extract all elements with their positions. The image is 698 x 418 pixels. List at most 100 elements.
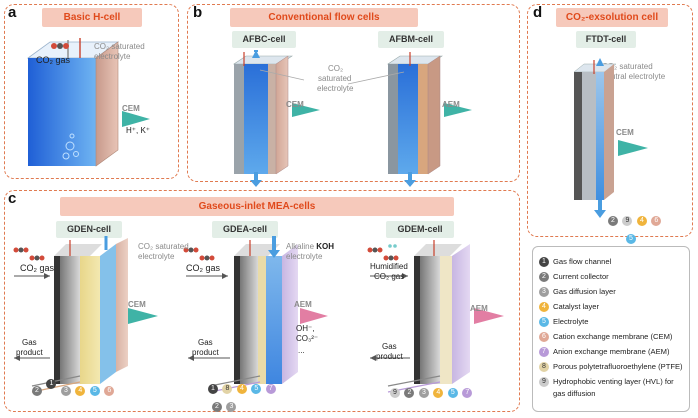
layer-chip: 4: [236, 383, 247, 394]
co2-saturated-label: CO₂ saturated: [94, 42, 145, 51]
gden-cell-label: GDEN-cell: [56, 221, 122, 238]
legend-item: 6 Cation exchange membrane (CEM): [539, 332, 672, 342]
layer-chip: 9: [622, 215, 633, 226]
panel-a-title: Basic H-cell: [42, 8, 142, 27]
legend-label: Cation exchange membrane (CEM): [553, 332, 673, 341]
co3-label: CO₃²⁻: [296, 334, 319, 343]
co2-gas-label-c1: CO₂ gas: [20, 263, 55, 273]
neutral-electrolyte-label: neutral electrolyte: [602, 72, 666, 81]
legend-label: Porous polytetrafluoroethylene (PTFE): [553, 362, 683, 371]
layer-chip: 3: [226, 401, 237, 412]
electrolyte-label-c: electrolyte: [138, 252, 175, 261]
co2-label-b: CO₂: [328, 64, 344, 73]
legend-item: 1 Gas flow channel: [539, 257, 611, 267]
cem-label-b: CEM: [286, 100, 304, 109]
layer-legend: 1 Gas flow channel 2 Current collector 3 Ga…: [532, 246, 690, 412]
legend-number: 8: [539, 362, 549, 372]
co2-gas-label-c2: CO₂ gas: [186, 263, 221, 273]
co2-saturated-label-d: CO₂ saturated: [602, 62, 653, 71]
legend-number: 4: [539, 302, 549, 312]
layer-chip: 7: [265, 383, 276, 394]
product-label-2: product: [192, 348, 219, 357]
ftdt-cell-label: FTDT-cell: [576, 31, 636, 48]
gdem-cell-label: GDEM-cell: [386, 221, 454, 238]
oh-label: OH⁻,: [296, 324, 315, 333]
panel-d: [527, 4, 693, 237]
legend-item: 2 Current collector: [539, 272, 609, 282]
legend-label: Anion exchange membrane (AEM): [553, 347, 670, 356]
legend-number: 1: [539, 257, 549, 267]
panel-b: [187, 4, 520, 182]
layer-chip: 6: [104, 385, 115, 396]
legend-label: Gas flow channel: [553, 257, 612, 266]
electrolyte-label: electrolyte: [94, 52, 131, 61]
aem-label-c2: AEM: [470, 304, 488, 313]
electrolyte-label-c2: electrolyte: [286, 252, 323, 261]
ftdt-cell-illustration: [573, 58, 648, 218]
humidified-co2-label: CO₂ gas: [374, 272, 405, 281]
legend-item: 9 Hydrophobic venting layer (HVL) for: [539, 377, 674, 387]
layer-chip: 4: [75, 385, 86, 396]
layer-chip: 4: [636, 215, 647, 226]
panel-c-title: Gaseous-inlet MEA-cells: [60, 197, 454, 216]
gdea-layer-numbers: 1 8 4 5 7 2 3: [208, 380, 298, 416]
mea-cells-illustration: [13, 236, 504, 393]
legend-number: 6: [539, 332, 549, 342]
legend-item: 3 Gas diffusion layer: [539, 287, 616, 297]
layer-chip: 2: [212, 401, 222, 412]
layer-chip: 5: [447, 387, 458, 398]
layer-chip: 6: [651, 215, 662, 226]
cem-label-d: CEM: [616, 128, 634, 137]
gas-label-2: Gas: [198, 338, 213, 347]
panel-c: [4, 190, 520, 412]
layer-chip: 1: [208, 383, 218, 394]
legend-label: Gas diffusion layer: [553, 287, 616, 296]
legend-item: 4 Catalyst layer: [539, 302, 599, 312]
aem-label-c1: AEM: [294, 300, 312, 309]
layer-chip: 1: [46, 378, 57, 389]
co2-saturated-label-c: CO₂ saturated: [138, 242, 189, 251]
layer-chip: 5: [251, 383, 262, 394]
product-label-3: product: [376, 352, 403, 361]
aem-label-b: AEM: [442, 100, 460, 109]
panel-c-letter: c: [8, 190, 17, 207]
layer-chip: 3: [60, 385, 71, 396]
layer-chip: 2: [608, 215, 618, 226]
legend-item-continuation: gas diffusion: [553, 389, 596, 398]
layer-chip: 3: [418, 387, 429, 398]
layer-chip: 8: [222, 383, 233, 394]
cem-label: CEM: [122, 104, 140, 113]
dots-label: ...: [298, 346, 305, 355]
afbm-cell-label: AFBM-cell: [378, 31, 444, 48]
electrolyte-label-b: electrolyte: [317, 84, 354, 93]
gdea-cell-label: GDEA-cell: [212, 221, 278, 238]
layer-chip: 7: [462, 387, 473, 398]
legend-item: 8 Porous polytetrafluoroethylene (PTFE): [539, 362, 683, 372]
humidified-label: Humidified: [370, 262, 408, 271]
cem-label-c: CEM: [128, 300, 146, 309]
gas-label-1: Gas: [22, 338, 37, 347]
legend-number: 7: [539, 347, 549, 357]
legend-label: Hydrophobic venting layer (HVL) for: [553, 377, 674, 386]
legend-number: 3: [539, 287, 549, 297]
legend-number: 9: [539, 377, 549, 387]
gden-layer-numbers: 2 1 3 4 5 6: [32, 378, 122, 400]
panel-d-title: CO₂-exsolution cell: [556, 8, 668, 27]
layer-chip: 5: [626, 233, 636, 244]
alkaline-label: Alkaline KOH: [286, 242, 335, 251]
panel-a-letter: a: [8, 4, 17, 21]
saturated-label-b: saturated: [318, 74, 352, 83]
afbc-cell-label: AFBC-cell: [232, 31, 296, 48]
product-label-1: product: [16, 348, 43, 357]
co2-gas-label: CO₂ gas: [36, 55, 71, 65]
h-cell-illustration: [26, 38, 150, 167]
legend-number: 2: [539, 272, 549, 282]
legend-label: Catalyst layer: [553, 302, 600, 311]
layer-chip: 9: [390, 387, 400, 398]
ions-label: H⁺, K⁺: [126, 126, 151, 135]
ftdt-layer-numbers: 2 9 4 6 5: [608, 212, 668, 248]
legend-label: Current collector: [553, 272, 609, 281]
panel-d-letter: d: [533, 4, 543, 21]
gdem-layer-numbers: 9 2 3 4 5 7: [390, 384, 480, 402]
